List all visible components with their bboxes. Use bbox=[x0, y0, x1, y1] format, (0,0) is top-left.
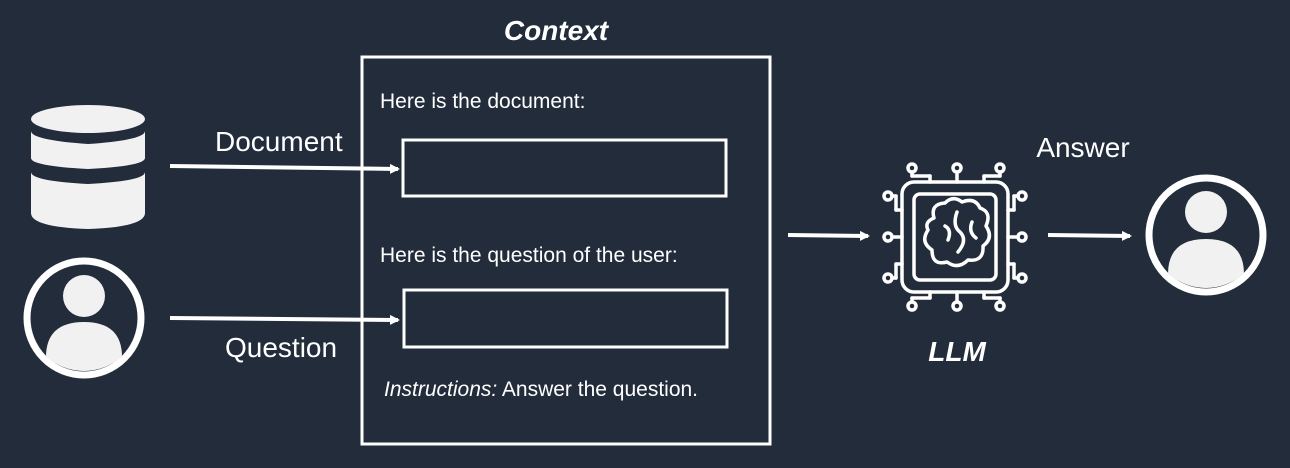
database-icon bbox=[31, 105, 145, 229]
instructions-label: Instructions: bbox=[384, 378, 497, 401]
document-arrow bbox=[169, 163, 400, 174]
document-prompt: Here is the document: bbox=[380, 90, 585, 113]
question-label: Question bbox=[225, 332, 337, 363]
question-slot bbox=[402, 288, 729, 349]
ai-chip-icon bbox=[882, 162, 1028, 312]
document-slot bbox=[401, 138, 728, 198]
instructions-line: Instructions: Answer the question. bbox=[384, 378, 698, 401]
document-label: Document bbox=[215, 126, 343, 157]
answer-label: Answer bbox=[1036, 132, 1129, 163]
question-arrow bbox=[169, 314, 400, 325]
context-to-llm-arrow bbox=[787, 230, 870, 241]
context-box bbox=[360, 55, 772, 446]
llm-to-answer-arrow bbox=[1047, 230, 1132, 241]
user-icon bbox=[1145, 174, 1267, 296]
user-icon bbox=[23, 257, 145, 379]
question-prompt: Here is the question of the user: bbox=[380, 244, 678, 267]
instructions-text: Answer the question. bbox=[497, 378, 698, 401]
context-title: Context bbox=[504, 15, 610, 46]
llm-label: LLM bbox=[928, 336, 986, 367]
